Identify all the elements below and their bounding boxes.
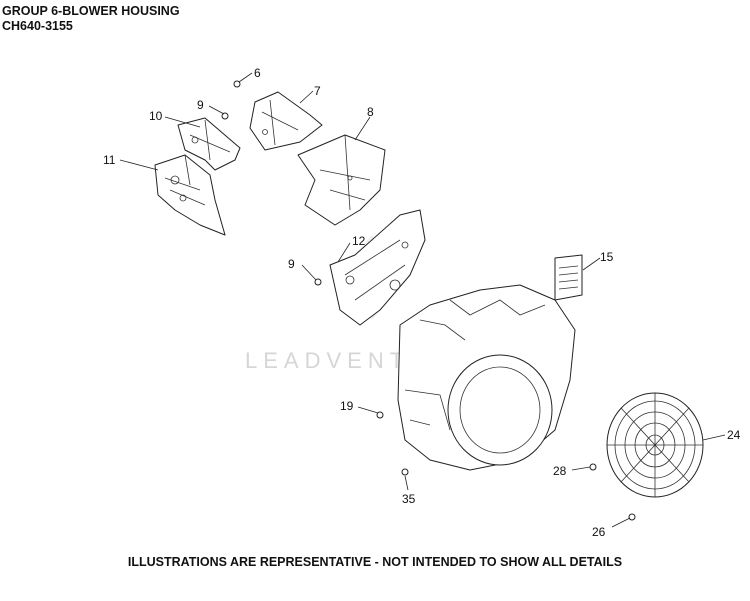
callout-8: 8	[367, 105, 374, 119]
callout-7: 7	[314, 84, 321, 98]
callout-24: 24	[727, 428, 741, 442]
callout-11: 11	[103, 153, 116, 167]
callout-10: 10	[149, 109, 163, 123]
part-7-baffle	[249, 91, 323, 151]
model-number: CH640-3155	[2, 19, 73, 33]
callout-26: 26	[592, 525, 606, 539]
callout-35: 35	[402, 492, 416, 506]
leader-lines	[119, 72, 726, 528]
callout-28: 28	[553, 464, 567, 478]
callout-12: 12	[352, 234, 366, 248]
part-11-bracket	[154, 154, 226, 236]
part-15-decal	[554, 254, 583, 301]
part-12-baffle	[329, 209, 426, 326]
callout-19: 19	[340, 399, 354, 413]
fastener-icons	[221, 80, 636, 521]
callout-9b: 9	[288, 257, 295, 271]
part-8-baffle	[297, 134, 386, 226]
diagram-title: GROUP 6-BLOWER HOUSING	[2, 4, 180, 18]
part-10-bracket	[177, 117, 241, 171]
callout-15: 15	[600, 250, 614, 264]
blower-housing	[397, 284, 576, 471]
callout-6: 6	[254, 66, 261, 80]
disclaimer-footer: ILLUSTRATIONS ARE REPRESENTATIVE - NOT I…	[127, 555, 623, 569]
callout-9: 9	[197, 98, 204, 112]
part-24-grass-screen	[606, 392, 704, 498]
